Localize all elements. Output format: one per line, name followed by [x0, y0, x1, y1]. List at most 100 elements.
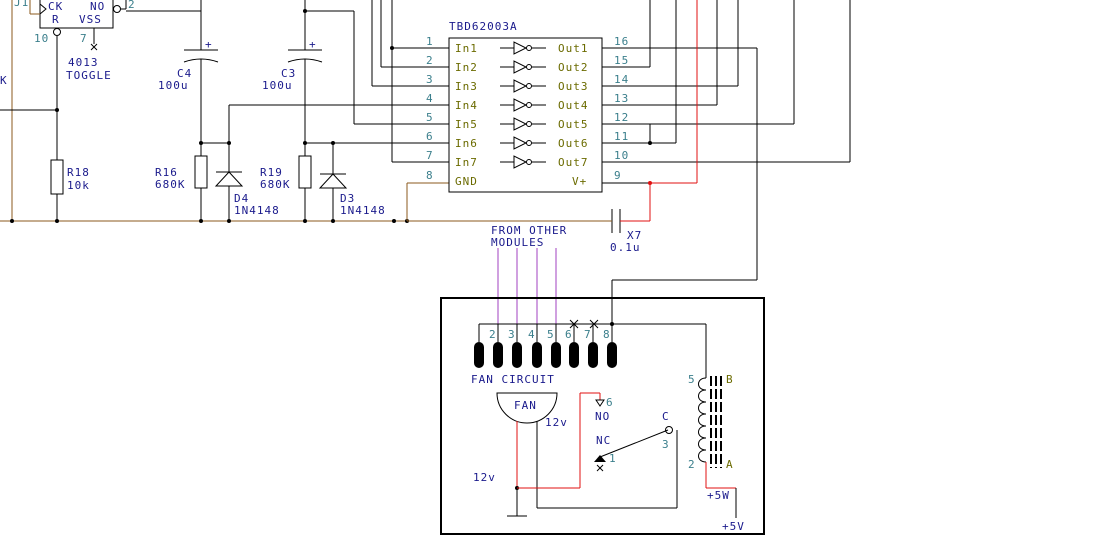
- connector-pin: [588, 342, 598, 368]
- r16-name: R16: [155, 166, 178, 179]
- ic-out-label-6: Out6: [558, 137, 589, 150]
- ic-in-pin-4: 4: [426, 92, 434, 105]
- connector-pin: [607, 342, 617, 368]
- ic-out-label-2: Out2: [558, 61, 589, 74]
- ic-out-pin-1: 16: [614, 35, 629, 48]
- coil-a-label: A: [726, 458, 734, 471]
- ic-in-label-2: In2: [455, 61, 478, 74]
- x7-value: 0.1u: [610, 241, 641, 254]
- r18-value: 10k: [67, 179, 90, 192]
- d4-value: 1N4148: [234, 204, 280, 217]
- ff-no-label: NO: [90, 0, 105, 13]
- c4-plus: +: [205, 38, 213, 51]
- relay-no-pin: 6: [606, 396, 614, 409]
- ff-pin-7: 7: [80, 32, 88, 45]
- ff-pin-2: 2: [128, 0, 136, 11]
- ff-pin-10: 10: [34, 32, 49, 45]
- relay-nc-label: NC: [596, 434, 611, 447]
- r19-name: R19: [260, 166, 283, 179]
- ic-vplus-label: V+: [572, 175, 587, 188]
- k-label: K: [0, 74, 8, 87]
- r16-resistor: [194, 155, 208, 189]
- ff-part-label: 4013: [68, 56, 99, 69]
- ic-in-pin-7: 7: [426, 149, 434, 162]
- note-line1: FROM OTHER: [491, 224, 567, 237]
- r19-value: 680K: [260, 178, 291, 191]
- c4-value: 100u: [158, 79, 189, 92]
- ic-in-label-4: In4: [455, 99, 478, 112]
- ic-buffer-3: [513, 79, 528, 93]
- relay-nc-pin: 1: [609, 452, 617, 465]
- relay-no-contact: [595, 399, 605, 407]
- ic-out-pin-6: 11: [614, 130, 629, 143]
- ic-in-pin-1: 1: [426, 35, 434, 48]
- fan-symbol: [496, 392, 558, 424]
- ic-gnd-label: GND: [455, 175, 478, 188]
- r16-value: 680K: [155, 178, 186, 191]
- ff-pin-j: J1: [14, 0, 29, 9]
- c3-value: 100u: [262, 79, 293, 92]
- connector-pin: [551, 342, 561, 368]
- ff-function-label: TOGGLE: [66, 69, 112, 82]
- ic-gnd-pin: 8: [426, 169, 434, 182]
- d3-name: D3: [340, 192, 355, 205]
- coil-pin-2: 2: [688, 458, 696, 471]
- ic-out-pin-2: 15: [614, 54, 629, 67]
- r18-name: R18: [67, 166, 90, 179]
- ic-buffer-7: [513, 155, 528, 169]
- connector-pin-number: 8: [603, 328, 611, 341]
- fan-label: FAN: [514, 399, 537, 412]
- supply-5w: +5W: [707, 489, 730, 502]
- connector-pin-number: 2: [489, 328, 497, 341]
- ff-r-label: R: [52, 13, 60, 26]
- note-line2: MODULES: [491, 236, 544, 249]
- ic-name: TBD62003A: [449, 20, 518, 33]
- connector-pin-number: 3: [508, 328, 516, 341]
- ff-ck-label: CK: [48, 0, 63, 13]
- c3-name: C3: [281, 67, 296, 80]
- x7-name: X7: [627, 229, 642, 242]
- ic-vplus-pin: 9: [614, 169, 622, 182]
- fan-circuit-title: FAN CIRCUIT: [471, 373, 555, 386]
- ic-buffer-2: [513, 60, 528, 74]
- ic-out-pin-3: 14: [614, 73, 629, 86]
- coil-b-label: B: [726, 373, 734, 386]
- ic-buffer-5: [513, 117, 528, 131]
- connector-pin-number: 7: [584, 328, 592, 341]
- d3-diode: [318, 173, 348, 189]
- ic-in-pin-5: 5: [426, 111, 434, 124]
- c3-plus: +: [309, 38, 317, 51]
- ic-out-pin-4: 13: [614, 92, 629, 105]
- ic-out-label-7: Out7: [558, 156, 589, 169]
- ic-out-pin-5: 12: [614, 111, 629, 124]
- ic-out-pin-7: 10: [614, 149, 629, 162]
- ic-buffer-1: [513, 41, 528, 55]
- relay-common-contact: [665, 426, 673, 434]
- c4-name: C4: [177, 67, 192, 80]
- relay-coil: [698, 377, 707, 463]
- ic-in-label-5: In5: [455, 118, 478, 131]
- ic-in-pin-2: 2: [426, 54, 434, 67]
- r19-resistor: [298, 155, 312, 189]
- ic-out-label-1: Out1: [558, 42, 589, 55]
- ic-in-pin-3: 3: [426, 73, 434, 86]
- d4-name: D4: [234, 192, 249, 205]
- ic-buffer-6: [513, 136, 528, 150]
- connector-pin-number: 5: [547, 328, 555, 341]
- ic-in-label-6: In6: [455, 137, 478, 150]
- relay-c-label: C: [662, 410, 670, 423]
- ic-in-pin-6: 6: [426, 130, 434, 143]
- fan-voltage: 12v: [545, 416, 568, 429]
- supply-12v: 12v: [473, 471, 496, 484]
- connector-pin: [493, 342, 503, 368]
- relay-c-pin: 3: [662, 438, 670, 451]
- ic-in-label-3: In3: [455, 80, 478, 93]
- connector-pin-number: 4: [528, 328, 536, 341]
- relay-no-label: NO: [595, 410, 610, 423]
- ic-out-label-5: Out5: [558, 118, 589, 131]
- relay-nc-contact: [594, 455, 606, 462]
- connector-pin: [569, 342, 579, 368]
- d3-value: 1N4148: [340, 204, 386, 217]
